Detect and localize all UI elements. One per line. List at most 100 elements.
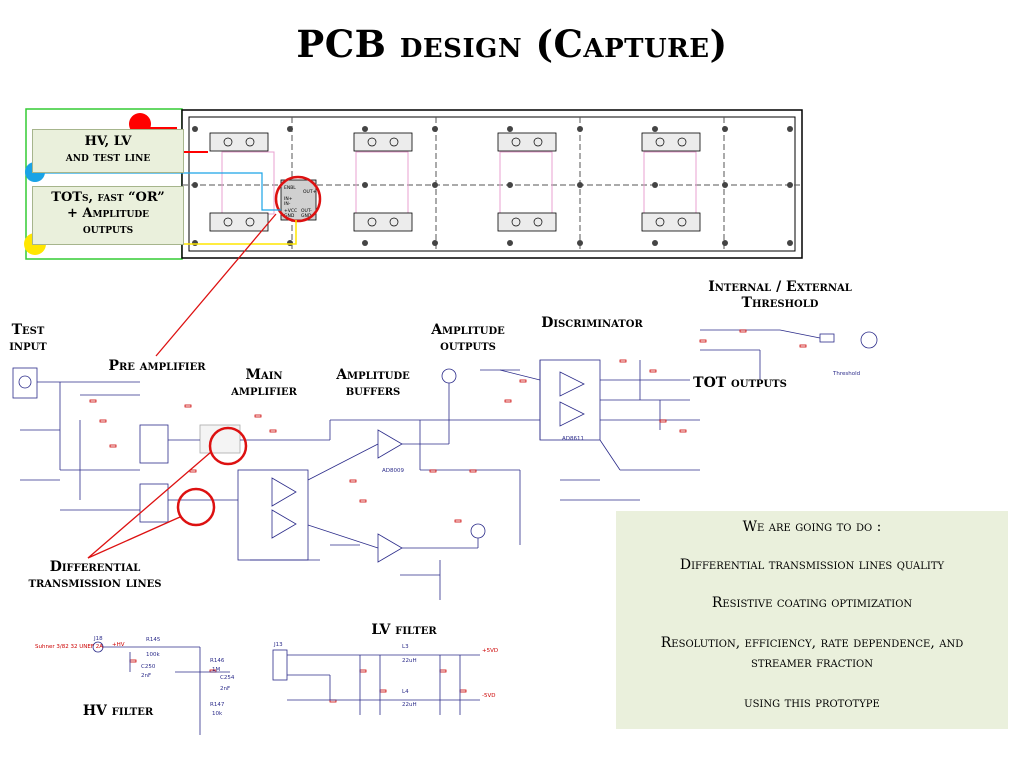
schematic-part [129, 659, 137, 663]
mounting-hole [507, 240, 513, 246]
board-chip-label: ENBL [284, 185, 296, 191]
hv-connector-label: Suhner 3/82 32 UNEF 2A [35, 644, 103, 650]
svg-text:2nF: 2nF [141, 673, 151, 679]
hv-filter-label: HV filter [82, 703, 154, 719]
svg-text:R145: R145 [146, 637, 161, 643]
schematic-part [184, 404, 192, 408]
mounting-hole [432, 240, 438, 246]
mounting-hole [192, 126, 198, 132]
svg-text:R146: R146 [210, 658, 225, 664]
schematic-wire [499, 369, 541, 381]
mainamp-diff-highlight [176, 487, 216, 527]
schematic-part [469, 469, 477, 473]
schematic-part [619, 359, 627, 363]
notes-heading: We are going to do : [742, 519, 882, 535]
svg-text:22uH: 22uH [402, 658, 417, 664]
svg-text:+5VD: +5VD [482, 648, 498, 654]
schematic-wire [307, 524, 379, 549]
svg-text:OUT+: OUT+ [303, 189, 317, 195]
mounting-hole [652, 240, 658, 246]
board-chip-highlight [274, 175, 322, 223]
mounting-hole [362, 240, 368, 246]
mounting-hole [507, 182, 513, 188]
slide-title: PCB design (Capture) [296, 22, 728, 66]
mounting-hole [722, 126, 728, 132]
mounting-hole [787, 182, 793, 188]
schematic-part [359, 669, 367, 673]
mounting-hole [432, 126, 438, 132]
svg-text:J13: J13 [273, 642, 283, 648]
schematic-part [379, 689, 387, 693]
schematic-part [439, 669, 447, 673]
notes-item: Resistive coating optimization [711, 595, 913, 611]
mounting-hole [362, 126, 368, 132]
svg-text:AD8009: AD8009 [382, 468, 404, 474]
svg-text:OUT-: OUT- [301, 208, 312, 214]
schematic-part [89, 399, 97, 403]
schematic-part [679, 429, 687, 433]
schematic-part [269, 429, 277, 433]
svg-text:1M: 1M [212, 667, 220, 673]
notes-item: Resolution, efficiency, rate dependence,… [660, 635, 964, 671]
schematic-part [359, 499, 367, 503]
tot-outputs-label: TOT outputs [693, 375, 787, 391]
svg-text:IN-: IN- [284, 201, 291, 207]
pre-amplifier-label: Pre amplifier [108, 358, 206, 374]
schematic-part [349, 479, 357, 483]
mounting-hole [432, 182, 438, 188]
mounting-hole [577, 240, 583, 246]
svg-text:J18: J18 [93, 636, 103, 642]
schematic-part [649, 369, 657, 373]
notes-panel: We are going to do : Differential transm… [616, 511, 1008, 729]
mounting-hole [652, 182, 658, 188]
schematic-part [254, 414, 262, 418]
schematic-wire [599, 439, 621, 471]
mounting-hole [722, 240, 728, 246]
mounting-hole [192, 240, 198, 246]
hv-lv-callout: HV, LV and test line [32, 129, 184, 173]
schematic-part [519, 379, 527, 383]
svg-text:L4: L4 [402, 689, 409, 695]
svg-text:AD8611: AD8611 [562, 436, 584, 442]
svg-text:L3: L3 [402, 644, 409, 650]
schematic-part [504, 399, 512, 403]
schematic-wire [779, 329, 821, 339]
notes-item: Differential transmission lines quality [679, 557, 945, 573]
svg-text:22uH: 22uH [402, 702, 417, 708]
svg-text:Threshold: Threshold [832, 371, 860, 377]
svg-text:-5VD: -5VD [482, 693, 495, 699]
schematic-part [109, 444, 117, 448]
tot-callout: TOTs, fast “OR” + Amplitude outputs [32, 186, 184, 245]
schematic-part [454, 519, 462, 523]
mounting-hole [192, 182, 198, 188]
svg-text:C250: C250 [141, 664, 156, 670]
svg-text:R147: R147 [210, 702, 225, 708]
svg-text:10k: 10k [212, 711, 223, 717]
notes-item: using this prototype [744, 695, 880, 711]
mounting-hole [577, 182, 583, 188]
svg-text:GND: GND [284, 213, 295, 219]
schematic-part [189, 469, 197, 473]
schematic-part [799, 344, 807, 348]
mounting-hole [362, 182, 368, 188]
schematic [12, 329, 878, 735]
mounting-hole [787, 126, 793, 132]
mounting-hole [287, 240, 293, 246]
mounting-hole [507, 126, 513, 132]
mounting-hole [787, 240, 793, 246]
svg-text:2nF: 2nF [220, 686, 230, 692]
schematic-part [699, 339, 707, 343]
preamp-diff-highlight [208, 426, 248, 466]
schematic-part [659, 419, 667, 423]
lv-filter-label: LV filter [371, 622, 437, 638]
svg-text:+HV: +HV [112, 642, 125, 648]
discriminator-label: Discriminator [541, 315, 643, 331]
svg-text:C254: C254 [220, 675, 235, 681]
mounting-hole [287, 126, 293, 132]
schematic-part [99, 419, 107, 423]
